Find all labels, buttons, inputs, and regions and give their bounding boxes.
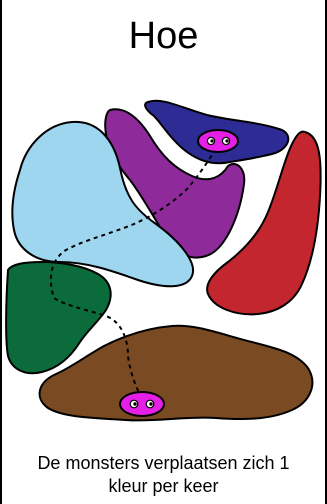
monster-pupil-right [225, 139, 228, 142]
caption-line-2: kleur per keer [2, 475, 325, 498]
monster-pupil-left [133, 402, 136, 405]
monster-top[interactable] [198, 130, 238, 152]
monster-body [120, 392, 164, 416]
monster-pupil-right [149, 402, 152, 405]
card-caption: De monsters verplaatsen zich 1 kleur per… [2, 452, 325, 498]
monster-pupil-left [210, 139, 213, 142]
caption-line-1: De monsters verplaatsen zich 1 [2, 452, 325, 475]
monster-bottom[interactable] [120, 392, 164, 416]
monster-body [198, 130, 238, 152]
